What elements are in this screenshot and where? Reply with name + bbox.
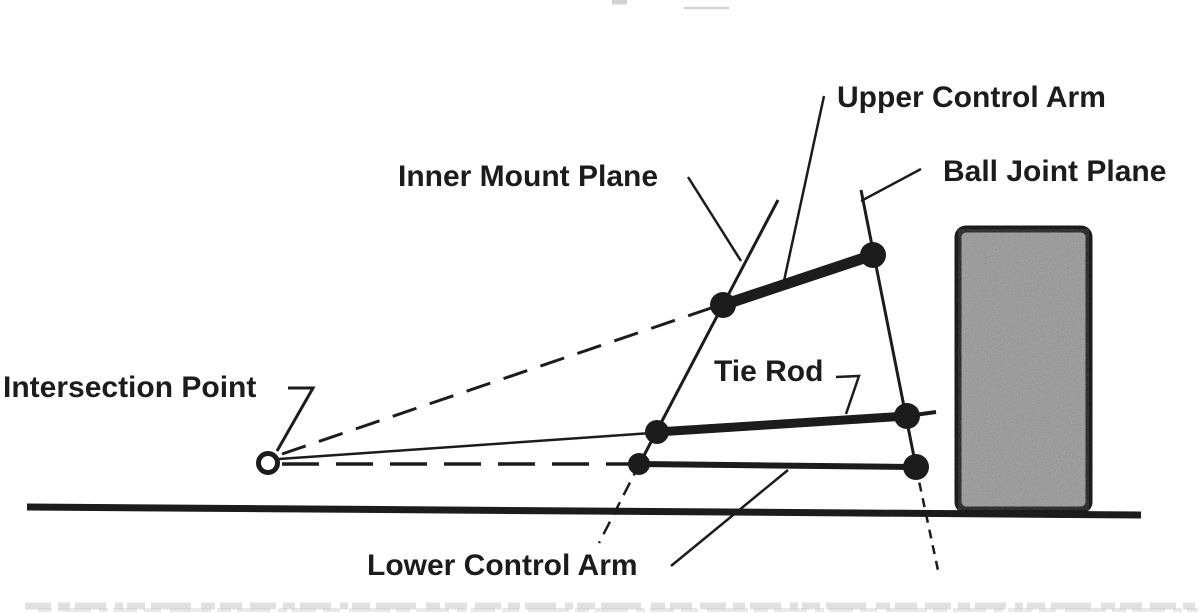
upper-ball-joint-dot	[860, 242, 886, 268]
inner-mount-plane-label: Inner Mount Plane	[398, 160, 658, 193]
inner-mount-plane-leader	[686, 176, 743, 262]
tie-rod-inner-pivot-dot	[645, 420, 669, 444]
lower-ball-joint-dot	[903, 454, 929, 480]
tie-rod-leader	[835, 374, 861, 415]
tie-rod-label: Tie Rod	[714, 355, 823, 388]
ground-line	[26, 503, 1142, 519]
tie-rod-projection-ray	[278, 431, 652, 461]
inner-mount-plane-lower-segment	[597, 462, 642, 544]
lower-control-arm-label: Lower Control Arm	[367, 549, 638, 582]
inner-mount-plane-upper-segment	[638, 199, 780, 464]
scan-artifact-top	[612, 0, 729, 10]
lower-control-arm-leader	[670, 469, 789, 567]
tire-block	[954, 225, 1093, 514]
intersection-point-leader	[275, 386, 316, 452]
inner-mount-plane-line	[597, 199, 780, 544]
lower-control-arm-line	[638, 461, 917, 470]
upper-control-arm-leader	[782, 95, 826, 282]
tie-rod-outer-pivot-dot	[894, 403, 920, 429]
tire-speckle-texture	[958, 229, 1089, 510]
upper-control-arm-line	[721, 249, 875, 311]
lower-inner-pivot-dot	[628, 453, 650, 475]
upper-control-arm-label: Upper Control Arm	[837, 81, 1106, 114]
ball-joint-plane-lower-segment	[914, 466, 941, 576]
upper-inner-pivot-dot	[710, 292, 736, 318]
ball-joint-plane-leader	[860, 167, 922, 203]
tie-rod-line	[656, 411, 908, 437]
ball-joint-plane-label: Ball Joint Plane	[943, 155, 1166, 188]
intersection-point-label: Intersection Point	[3, 371, 256, 404]
intersection-point-marker	[256, 451, 280, 475]
scan-artifact-bottom	[25, 602, 1198, 612]
